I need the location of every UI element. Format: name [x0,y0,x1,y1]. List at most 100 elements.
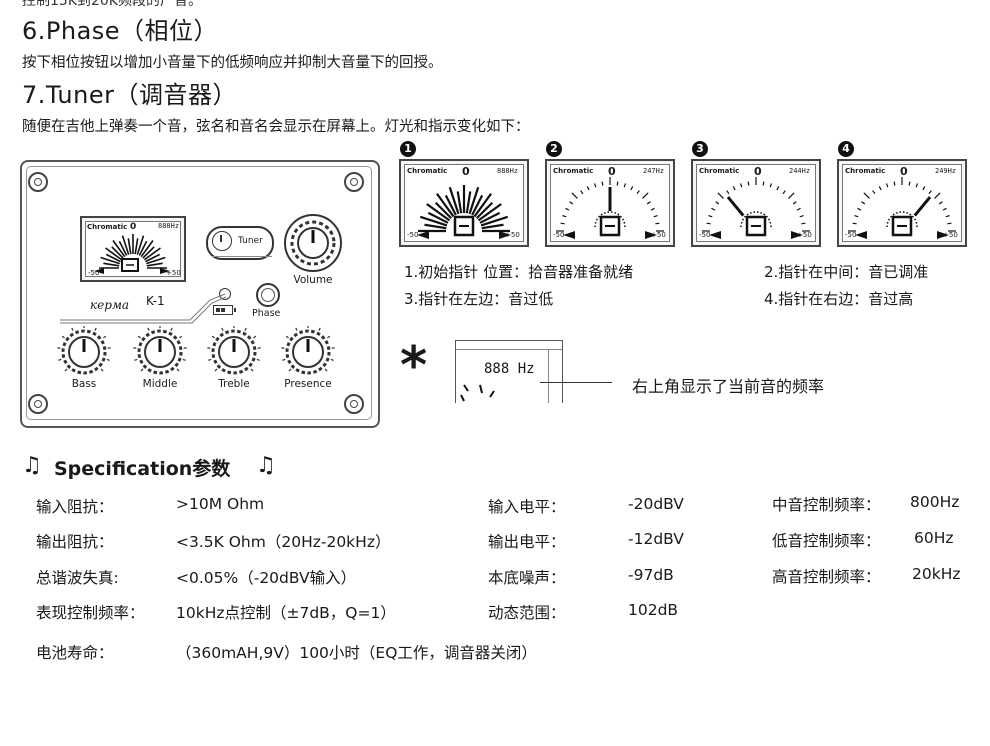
mode-label: Chromatic [699,167,740,175]
note-digit [891,215,913,237]
meter-tick [872,190,876,195]
presence-knob[interactable] [278,326,338,378]
meter-tick [646,201,651,205]
meter-tick [726,190,730,195]
mode-label: Chromatic [553,167,594,175]
meter-tick [915,183,919,188]
freq-readout: 249Hz [935,167,957,175]
note-step-4: 4.指针在右边：音过高 [764,290,914,308]
spec-value: -12dBV [628,530,684,548]
inner-arc [594,211,626,228]
meter-tick [732,186,736,191]
meter-tick [562,214,567,218]
screw-icon [344,172,364,192]
note-digit [599,215,621,237]
plus-label: +50 [651,231,666,239]
preamp-panel-inner-border [26,166,372,420]
tuner-needle [913,196,932,217]
step-number-4: 4 [838,141,854,157]
meter-tick [799,214,804,218]
mode-label: Chromatic [407,167,448,175]
meter-tick [769,183,773,188]
volume-label: Volume [293,274,333,286]
meter-tick [436,193,455,218]
spec-label: 输入阻抗： [36,498,114,516]
meter-tick [434,201,453,220]
freq-readout: 244Hz [789,167,811,175]
brand-logo: кермa [90,298,130,312]
meter-tick [922,186,926,191]
note-step-1: 1.初始指针 位置：拾音器准备就绪 [404,263,634,281]
panel-tuner-meter [94,234,170,274]
spec-value: 20kHz [912,565,961,583]
note-step-2: 2.指针在中间：音已调准 [764,263,929,281]
center-label: 0 [754,165,762,178]
meter-tick [465,191,472,214]
plus-label: +50 [505,231,520,239]
spec-label: 总谐波失真: [36,569,119,587]
meter-tick [623,183,627,188]
model-label: K-1 [146,294,165,308]
freq-readout: 247Hz [643,167,665,175]
spec-label: 输入电平： [488,498,566,516]
plus-label: +50 [797,231,812,239]
volume-knob[interactable] [282,212,344,274]
zoom-ticks [460,384,495,402]
tuner-meter [556,177,664,239]
meter-tick [456,191,463,214]
inner-arc [740,211,772,228]
spec-value: <0.05%（-20dBV输入） [176,569,357,587]
tuner-heading: 7.Tuner（调音器） [22,81,237,109]
center-label: 0 [608,165,616,178]
meter-tick [569,201,574,205]
step-number-2: 2 [546,141,562,157]
music-note-icon: ♫ [22,453,42,478]
meter-tick [586,186,590,191]
meter-tick [475,201,494,220]
spec-value: -97dB [628,566,674,584]
meter-tick [653,214,658,218]
spec-value: 800Hz [910,493,960,511]
panel-minus-label: -50 [88,269,100,277]
screw-icon [28,172,48,192]
meter-tick [708,214,713,218]
plus-label: +50 [943,231,958,239]
step-number-1: 1 [400,141,416,157]
tuner-button-label: Tuner [238,236,263,246]
freq-readout: 888Hz [497,167,519,175]
meter-tick [792,201,797,205]
asterisk-icon: * [400,336,428,396]
screw-icon [344,394,364,414]
minus-label: -50 [407,231,419,239]
panel-center-label: 0 [130,222,137,232]
spec-value: <3.5K Ohm（20Hz-20kHz） [176,533,391,551]
meter-tick [942,207,947,211]
spec-value: 102dB [628,601,679,619]
callout-line [540,382,612,383]
meter-tick [427,211,449,224]
tuner-button[interactable]: Tuner [206,226,274,260]
meter-tick [481,223,504,230]
decor-line [212,256,272,257]
bass-knob[interactable] [54,326,114,378]
note-digit [745,215,767,237]
bass-label: Bass [71,378,97,390]
meter-tick [593,183,597,188]
panel-freq-readout: 888Hz [158,222,180,230]
panel-decor-curve [60,293,227,324]
treble-knob[interactable] [204,326,264,378]
zoom-caption: 右上角显示了当前音的频率 [632,377,825,396]
meter-tick [706,222,711,225]
phase-button[interactable] [256,283,280,307]
center-label: 0 [462,165,470,178]
led-indicator [219,288,231,300]
meter-tick [560,222,565,225]
spec-heading: Specification参数 [54,458,231,480]
middle-knob[interactable] [130,326,190,378]
spec-label: 表现控制频率： [36,604,145,622]
meter-tick [852,222,857,225]
battery-icon [213,305,236,315]
center-label: 0 [900,165,908,178]
